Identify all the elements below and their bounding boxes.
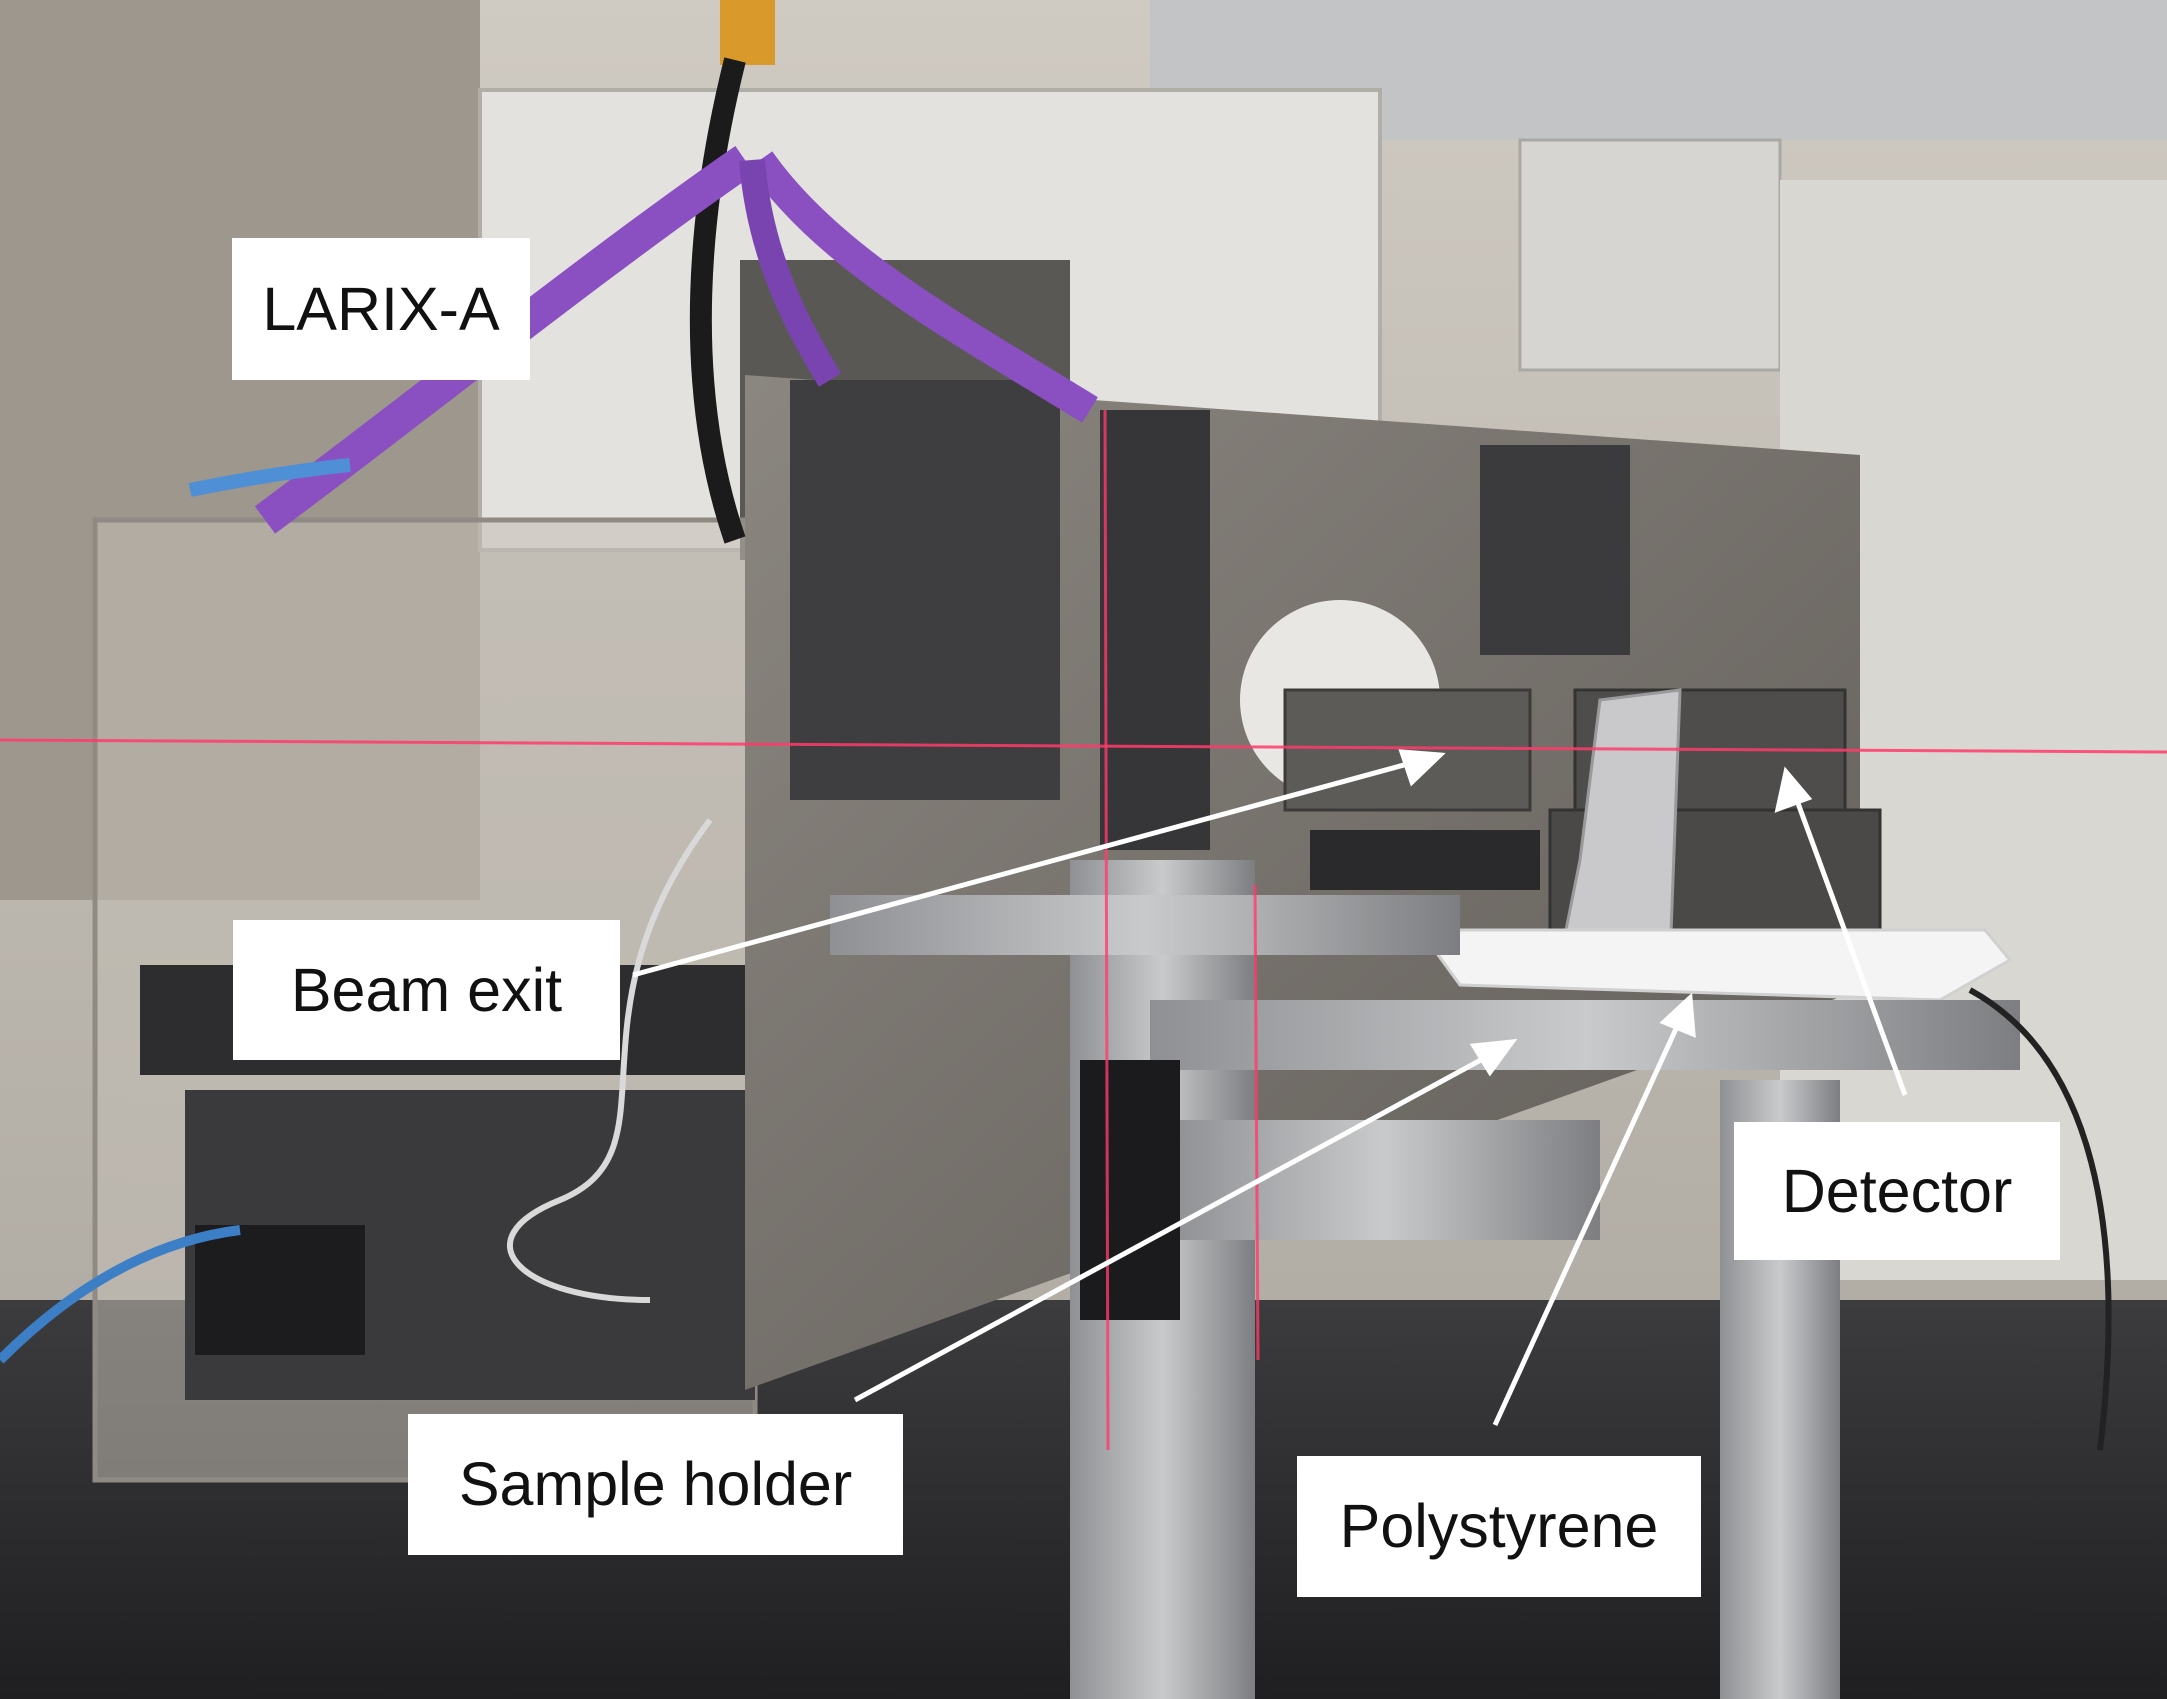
white-cable-bundle [507,818,713,1303]
right-cabinet [1518,138,1782,372]
laser-line-horizontal [0,738,2167,754]
lead-sheet-2 [1100,410,1210,850]
crane-cable [689,57,746,544]
arrowhead-polystyrene [1659,992,1696,1038]
arrowhead-sample-holder [1469,1038,1518,1077]
lead-sheet-1 [790,380,1060,800]
blue-ethernet-cable [0,1225,241,1364]
laser-line-vertical-2 [1253,884,1260,1361]
label-detector: Detector [1734,1122,2060,1260]
arrow-sample-holder [853,1052,1492,1403]
label-beam-exit: Beam exit [233,920,620,1060]
label-sample-holder: Sample holder [408,1414,903,1555]
lead-sheet-3 [1480,445,1630,655]
crane-scale [720,0,775,65]
annotation-arrows [632,749,1908,1427]
arrow-beam-exit [632,759,1416,978]
purple-sling-right [747,151,1098,423]
right-cable [1968,987,2112,1451]
laser-line-vertical [1103,409,1110,1451]
blue-shackle-strap [188,458,351,497]
purple-sling-center [739,158,842,387]
label-larix-a: LARIX-A [232,238,530,380]
arrowhead-beam-exit [1398,749,1446,787]
cable-box [195,1225,365,1355]
arrowhead-detector [1774,766,1813,813]
label-polystyrene: Polystyrene [1297,1456,1701,1597]
arrow-polystyrene [1492,1018,1683,1427]
alu-beam-horizontal [830,895,1460,955]
sample-holder-clamp [1080,1060,1180,1320]
alu-sample-stage [1170,1120,1600,1240]
collimator-base [1310,830,1540,890]
arrow-detector [1792,794,1908,1096]
